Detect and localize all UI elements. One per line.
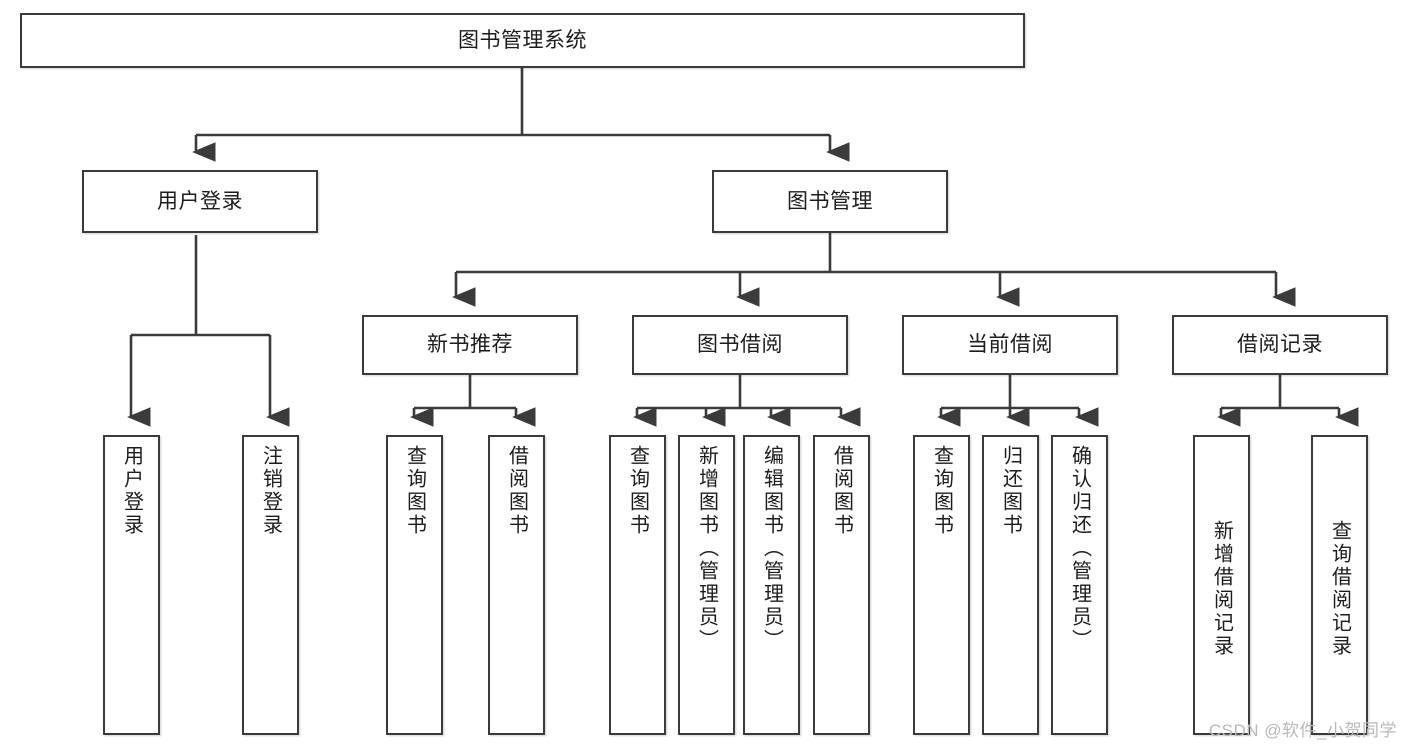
leaf-label: 查询图书 bbox=[930, 445, 953, 537]
node-book-management[interactable]: 图书管理 bbox=[712, 170, 948, 233]
node-label: 图书管理 bbox=[787, 189, 873, 213]
leaf-user-logout[interactable]: 注销登录 bbox=[242, 435, 299, 735]
leaf-label: 查询图书 bbox=[626, 445, 649, 537]
node-label: 用户登录 bbox=[157, 189, 243, 213]
node-borrow-record[interactable]: 借阅记录 bbox=[1172, 315, 1388, 375]
leaf-query-borrow-record[interactable]: 查询借阅记录 bbox=[1311, 435, 1368, 735]
leaf-query-book-recommend[interactable]: 查询图书 bbox=[386, 435, 443, 735]
node-label: 当前借阅 bbox=[967, 333, 1053, 357]
node-new-book-recommend[interactable]: 新书推荐 bbox=[362, 315, 578, 375]
node-label: 图书借阅 bbox=[697, 333, 783, 357]
leaf-label: 编辑图书（管理员） bbox=[760, 445, 783, 652]
leaf-confirm-return-admin[interactable]: 确认归还（管理员） bbox=[1051, 435, 1108, 735]
leaf-borrow-book[interactable]: 借阅图书 bbox=[813, 435, 870, 735]
leaf-label: 确认归还（管理员） bbox=[1068, 445, 1091, 652]
node-current-borrow[interactable]: 当前借阅 bbox=[902, 315, 1118, 375]
leaf-label: 查询图书 bbox=[403, 445, 426, 537]
leaf-edit-book-admin[interactable]: 编辑图书（管理员） bbox=[743, 435, 800, 735]
csdn-watermark: CSDN @软件_小贺同学 bbox=[1208, 721, 1397, 740]
leaf-label: 借阅图书 bbox=[505, 445, 528, 537]
node-user-login[interactable]: 用户登录 bbox=[82, 170, 318, 233]
leaf-label: 注销登录 bbox=[259, 445, 282, 537]
leaf-label: 归还图书 bbox=[999, 445, 1022, 537]
leaf-add-borrow-record[interactable]: 新增借阅记录 bbox=[1193, 435, 1250, 735]
leaf-label: 查询借阅记录 bbox=[1328, 520, 1351, 658]
node-label: 图书管理系统 bbox=[458, 28, 587, 52]
node-book-borrow[interactable]: 图书借阅 bbox=[632, 315, 848, 375]
leaf-user-login[interactable]: 用户登录 bbox=[103, 435, 160, 735]
leaf-add-book-admin[interactable]: 新增图书（管理员） bbox=[678, 435, 735, 735]
leaf-return-book[interactable]: 归还图书 bbox=[982, 435, 1039, 735]
leaf-query-book-borrow[interactable]: 查询图书 bbox=[609, 435, 666, 735]
leaf-label: 用户登录 bbox=[120, 445, 143, 537]
node-label: 借阅记录 bbox=[1237, 333, 1323, 357]
leaf-label: 借阅图书 bbox=[830, 445, 853, 537]
node-label: 新书推荐 bbox=[427, 333, 513, 357]
leaf-label: 新增借阅记录 bbox=[1210, 520, 1233, 658]
leaf-label: 新增图书（管理员） bbox=[695, 445, 718, 652]
node-root-system[interactable]: 图书管理系统 bbox=[20, 13, 1025, 68]
leaf-borrow-book-recommend[interactable]: 借阅图书 bbox=[488, 435, 545, 735]
leaf-query-book-current[interactable]: 查询图书 bbox=[913, 435, 970, 735]
